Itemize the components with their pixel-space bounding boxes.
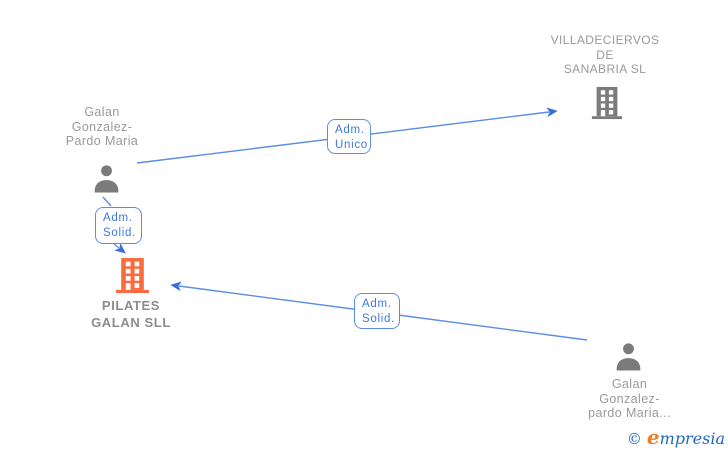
edge-adm-solid-1-line-top bbox=[102, 196, 112, 207]
node-person-bottom-name[interactable]: Galan Gonzalez- pardo Maria... bbox=[588, 377, 671, 420]
edge-label-adm-solid-2: Adm. Solid. bbox=[354, 293, 400, 329]
empresia-logo-initial: e bbox=[646, 425, 660, 449]
empresia-logo: © e mpresia bbox=[627, 425, 725, 449]
edge-label-adm-solid-1: Adm. Solid. bbox=[95, 207, 142, 244]
building-icon[interactable] bbox=[590, 85, 624, 121]
person-icon[interactable] bbox=[91, 163, 122, 194]
node-company-right-name[interactable]: VILLADECIERVOS DE SANABRIA SL bbox=[550, 33, 660, 76]
node-person-top-name[interactable]: Galan Gonzalez- Pardo Maria bbox=[65, 105, 139, 148]
copyright-icon: © bbox=[626, 430, 642, 448]
edge-adm-solid-1-line-bottom bbox=[113, 242, 126, 254]
person-icon[interactable] bbox=[613, 341, 644, 372]
edge-label-adm-unico: Adm. Unico bbox=[327, 119, 371, 154]
node-company-left-name[interactable]: PILATES GALAN SLL bbox=[91, 298, 171, 330]
building-icon-highlighted[interactable] bbox=[114, 257, 151, 294]
empresia-logo-text: mpresia bbox=[659, 429, 725, 448]
